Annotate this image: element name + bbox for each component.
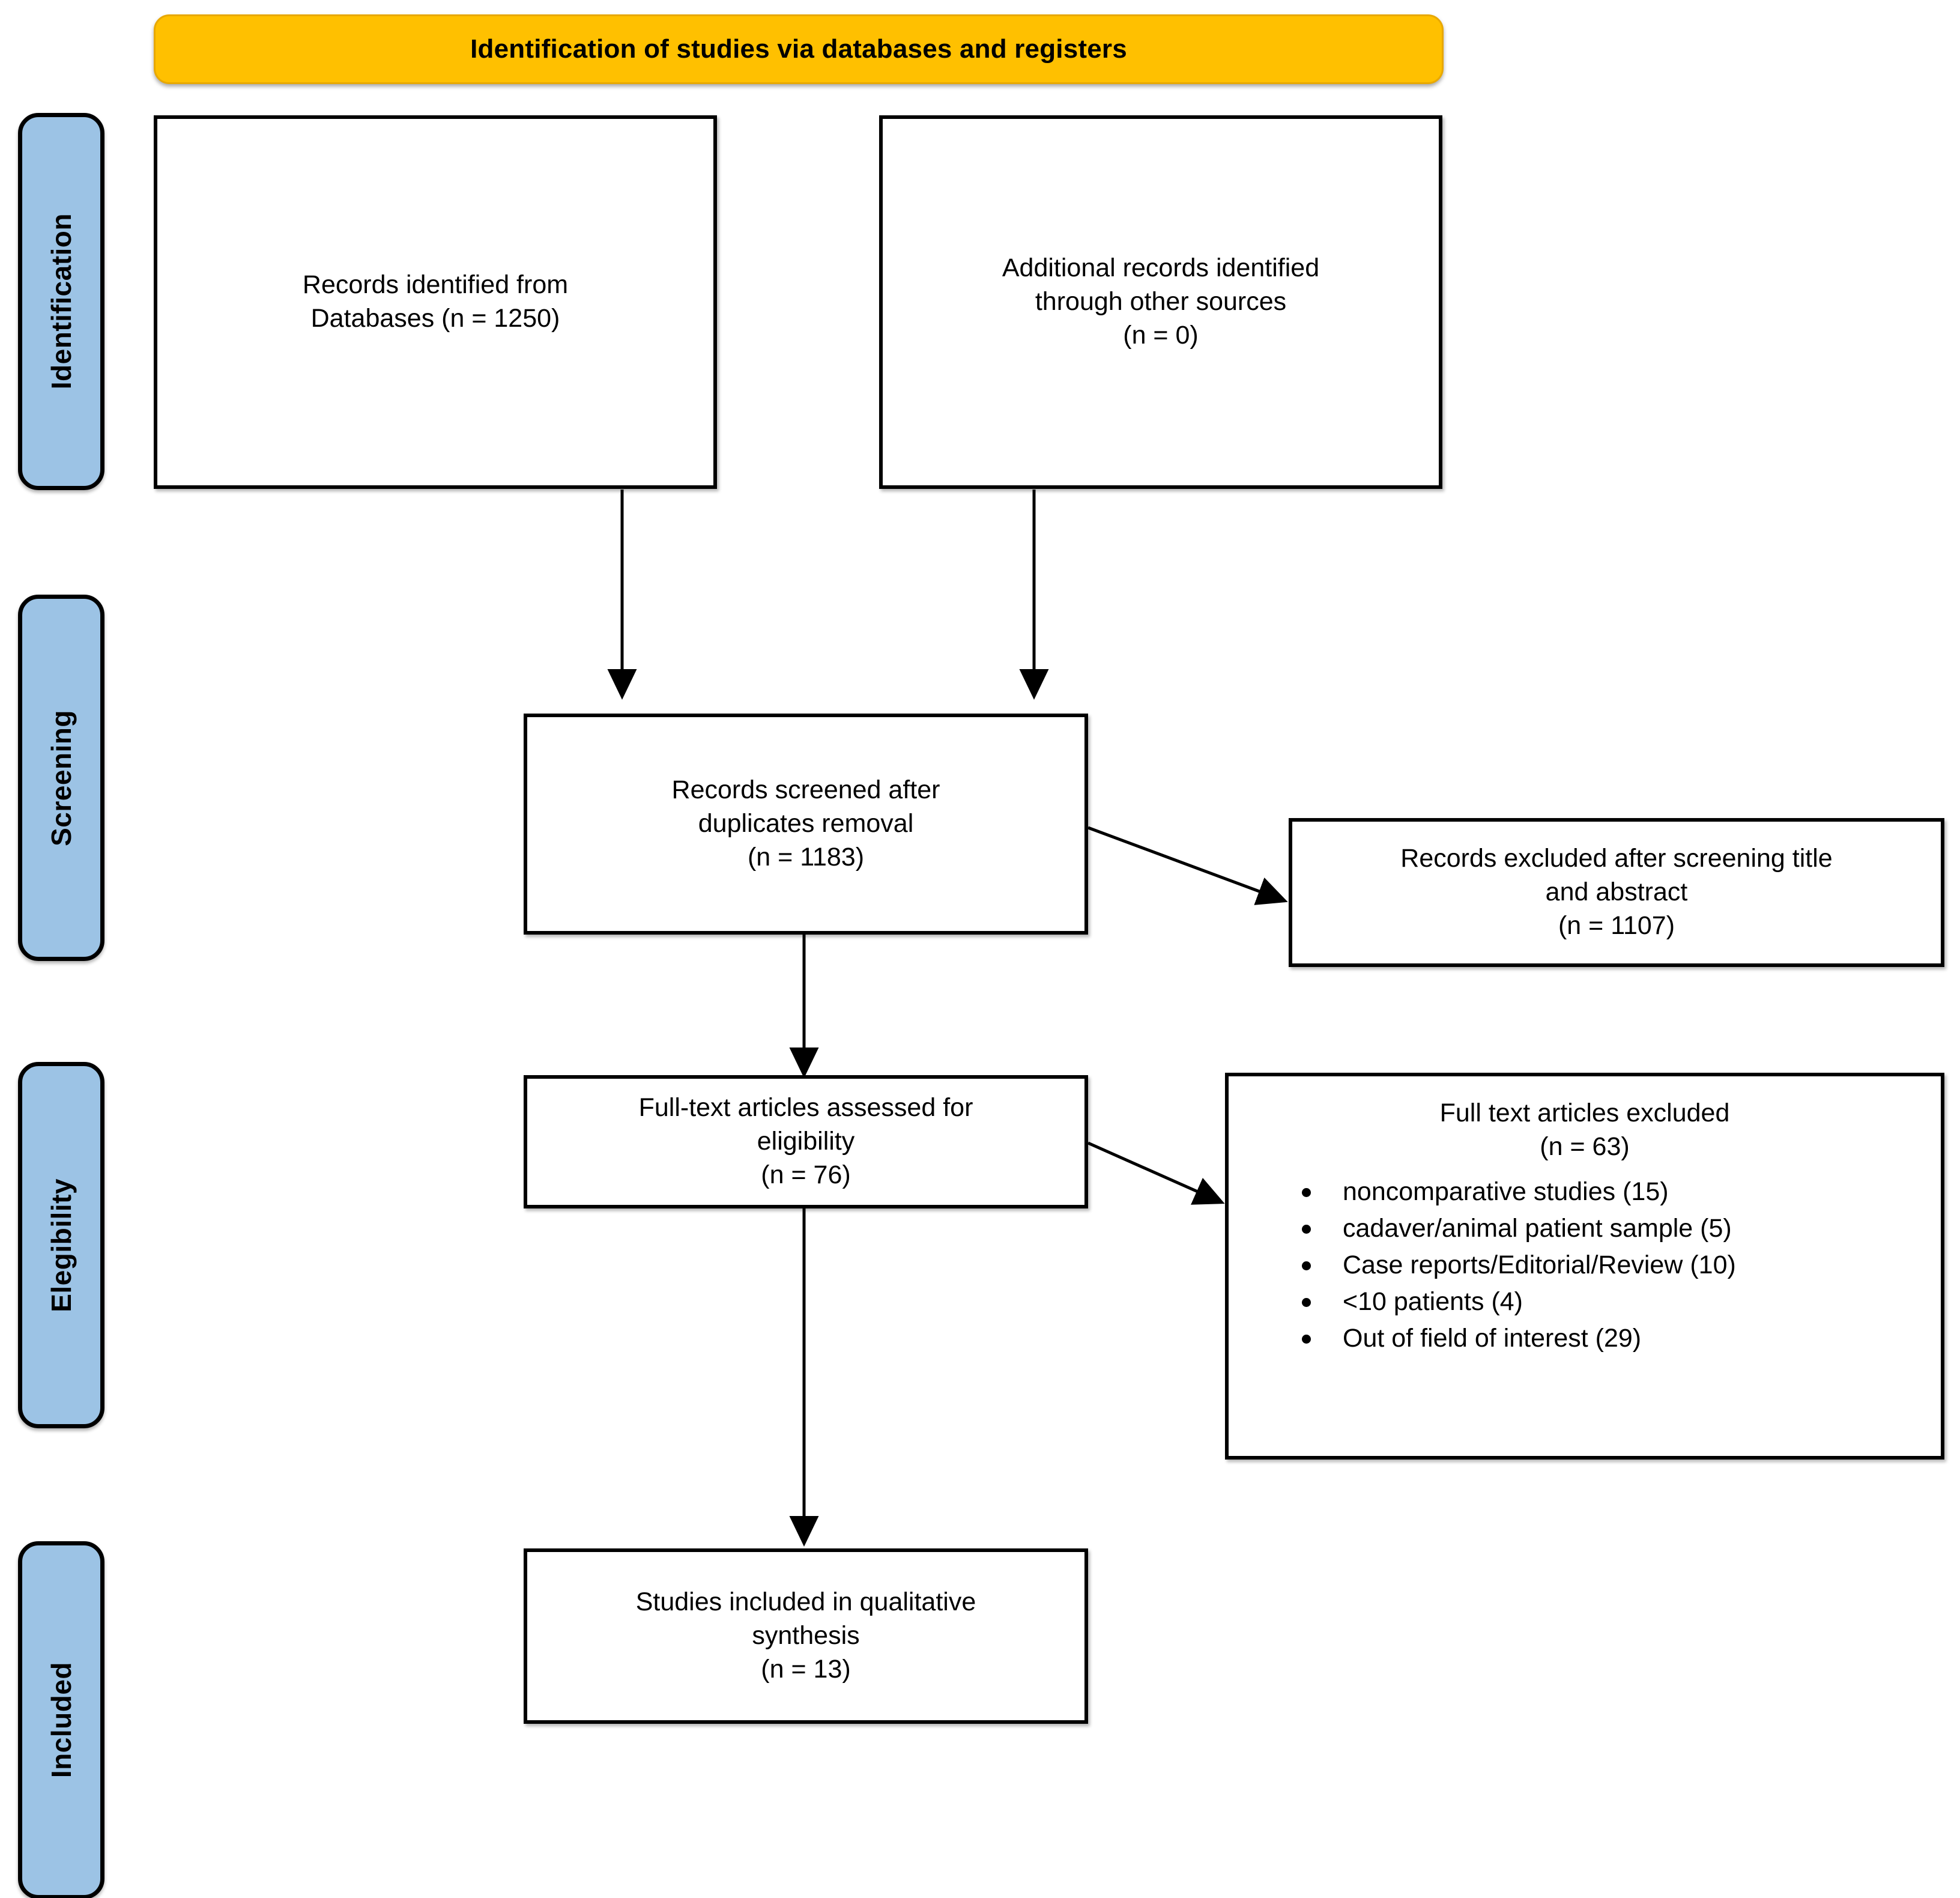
- box-fulltext-articles-excluded-text: Full text articles excluded (n = 63) non…: [1229, 1076, 1941, 1357]
- list-item: Case reports/Editorial/Review (10): [1299, 1247, 1928, 1284]
- box-additional-records-other-sources: Additional records identified through ot…: [879, 115, 1442, 489]
- diagram-header-title: Identification of studies via databases …: [470, 34, 1127, 64]
- stage-screening-label: Screening: [46, 709, 77, 846]
- list-item: noncomparative studies (15): [1299, 1174, 1928, 1210]
- stage-included: Included: [18, 1541, 104, 1898]
- list-item: Out of field of interest (29): [1299, 1320, 1928, 1357]
- list-item: <10 patients (4): [1299, 1284, 1928, 1320]
- stage-screening: Screening: [18, 595, 104, 961]
- box-records-excluded-title-abstract-text: Records excluded after screening title a…: [1400, 844, 1833, 940]
- stage-identification-label: Identification: [46, 213, 77, 390]
- box-fulltext-articles-excluded: Full text articles excluded (n = 63) non…: [1225, 1073, 1944, 1460]
- stage-eligibility-label: Elegibility: [46, 1178, 77, 1312]
- stage-included-label: Included: [46, 1662, 77, 1778]
- box-studies-included-qualitative-synthesis-text: Studies included in qualitative synthesi…: [635, 1587, 976, 1684]
- box-records-identified-databases-text: Records identified from Databases (n = 1…: [302, 270, 569, 333]
- list-item: cadaver/animal patient sample (5): [1299, 1210, 1928, 1247]
- diagram-header-banner: Identification of studies via databases …: [154, 14, 1444, 84]
- fulltext-exclusion-reasons-list: noncomparative studies (15) cadaver/anim…: [1242, 1174, 1928, 1357]
- arrow-fulltext-to-fulltext-excluded: [1087, 1141, 1225, 1205]
- box-additional-records-other-sources-text: Additional records identified through ot…: [1002, 253, 1320, 350]
- box-fulltext-assessed-eligibility: Full-text articles assessed for eligibil…: [524, 1075, 1088, 1208]
- box-records-identified-databases: Records identified from Databases (n = 1…: [154, 115, 717, 489]
- stage-identification: Identification: [18, 113, 104, 490]
- box-records-excluded-title-abstract: Records excluded after screening title a…: [1289, 818, 1944, 967]
- box-fulltext-assessed-eligibility-text: Full-text articles assessed for eligibil…: [638, 1093, 973, 1189]
- box-records-screened: Records screened after duplicates remova…: [524, 714, 1088, 935]
- box-records-screened-text: Records screened after duplicates remova…: [671, 775, 940, 872]
- box-studies-included-qualitative-synthesis: Studies included in qualitative synthesi…: [524, 1548, 1088, 1724]
- arrow-screened-to-excluded: [1087, 826, 1288, 905]
- stage-eligibility: Elegibility: [18, 1062, 104, 1428]
